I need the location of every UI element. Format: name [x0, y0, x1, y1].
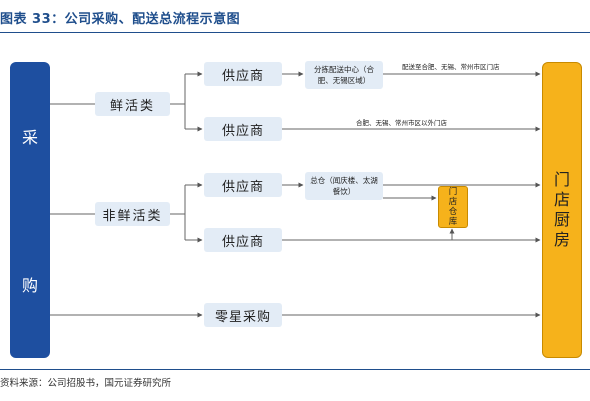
procurement-node: 采 购 — [10, 62, 50, 358]
supplier-node-4: 供应商 — [204, 228, 282, 252]
store-kitchen-char-4: 房 — [553, 230, 570, 249]
store-warehouse-char-2: 店 — [448, 197, 458, 207]
figure-title: 图表 33：公司采购、配送总流程示意图 — [0, 12, 241, 27]
store-warehouse-char-1: 门 — [448, 187, 458, 197]
nonfresh-category-node: 非鲜活类 — [95, 202, 170, 226]
store-kitchen-char-2: 店 — [553, 190, 570, 209]
procurement-char-2: 购 — [21, 276, 38, 295]
source-note: 资料来源：公司招股书，国元证券研究所 — [0, 378, 172, 389]
title-divider — [0, 32, 590, 33]
edge-label-center-to-kitchen: 配送至合肥、无锡、常州市区门店 — [402, 63, 500, 71]
store-kitchen-char-3: 厨 — [553, 210, 570, 229]
store-warehouse-char-3: 仓 — [448, 207, 458, 217]
zero-procurement-node: 零星采购 — [204, 303, 282, 327]
procurement-char-1: 采 — [21, 128, 38, 147]
source-divider — [0, 369, 590, 370]
store-kitchen-node: 门 店 厨 房 — [542, 62, 582, 358]
fresh-category-node: 鲜活类 — [95, 92, 170, 116]
store-warehouse-node: 门 店 仓 库 — [438, 186, 468, 228]
sorting-center-node: 分拣配送中心（合肥、无锡区域） — [305, 61, 383, 89]
edge-label-supplier-direct: 合肥、无锡、常州市区以外门店 — [356, 119, 447, 127]
main-warehouse-node: 总仓（闻庆楼、太湖餐饮） — [305, 172, 383, 200]
store-warehouse-char-4: 库 — [448, 217, 458, 227]
store-kitchen-char-1: 门 — [553, 170, 570, 189]
supplier-node-3: 供应商 — [204, 173, 282, 197]
supplier-node-1: 供应商 — [204, 62, 282, 86]
supplier-node-2: 供应商 — [204, 117, 282, 141]
